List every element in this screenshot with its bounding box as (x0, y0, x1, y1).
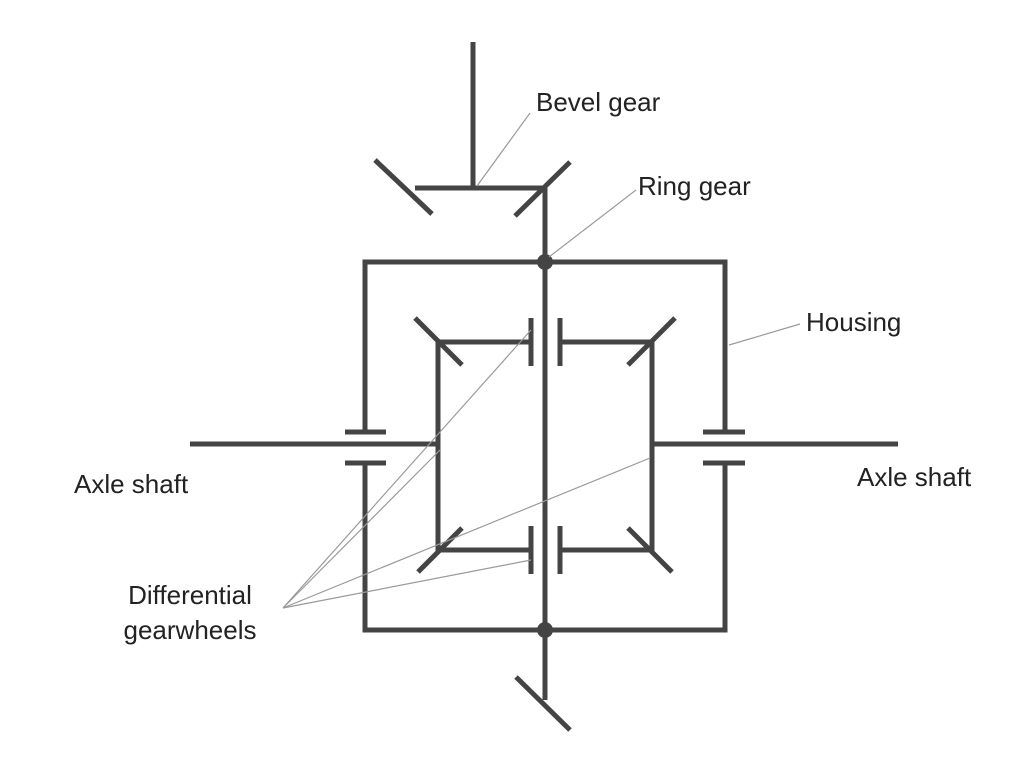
leader-lines (282, 112, 801, 609)
ring-gear-joint-top (537, 254, 553, 270)
gear-tooth-bottom-right (626, 526, 674, 574)
label-axle-shaft-left: Axle shaft (74, 469, 189, 499)
label-axle-shaft-right: Axle shaft (857, 462, 972, 492)
lower-gear-tooth (514, 675, 572, 732)
leader-gearwheel-4 (282, 457, 651, 609)
bevel-gear (373, 42, 543, 216)
label-bevel-gear: Bevel gear (536, 87, 661, 117)
gear-tooth-top-left (413, 316, 464, 367)
leader-bevel-gear (476, 112, 531, 187)
right-gear-frame (560, 339, 655, 553)
gear-tooth-top-right (626, 316, 677, 367)
label-ring-gear: Ring gear (638, 171, 751, 201)
differential-gearwheels (413, 316, 677, 574)
bevel-gear-tooth-left (373, 158, 434, 216)
label-differential-gearwheels-line2: gearwheels (124, 615, 257, 645)
ring-gear-joint-bottom (537, 622, 553, 638)
leader-ring-gear (548, 189, 637, 258)
leader-gearwheel-3 (282, 559, 532, 609)
gear-tooth-bottom-left (416, 526, 464, 574)
left-gear-frame (435, 339, 530, 553)
leader-housing (728, 323, 801, 346)
leader-gearwheel-2 (282, 449, 441, 609)
leader-gearwheel-1 (282, 329, 532, 609)
label-housing: Housing (806, 307, 901, 337)
label-differential-gearwheels-line1: Differential (128, 580, 252, 610)
ring-gear (513, 160, 572, 732)
